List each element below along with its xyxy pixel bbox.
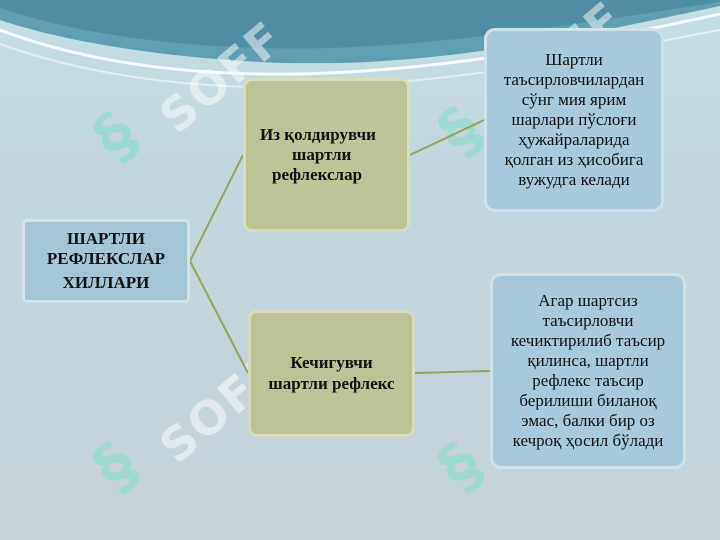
detail-node-line: шарлари пўслоғи	[511, 109, 637, 129]
connector-branch-2-to-detail-2	[414, 370, 491, 374]
detail-node-1: Шартли таъсирловчилардан сўнг мия ярим ш…	[484, 28, 664, 212]
detail-node-line: кечроқ ҳосил бўлади	[512, 431, 664, 451]
detail-node-line: вужудга келади	[518, 170, 630, 190]
detail-node-line: эмас, балки бир оз	[521, 411, 655, 431]
detail-node-line: қилинса, шартли	[527, 350, 649, 370]
branch-node-1: Из қолдирувчи шартли рефлекслар	[243, 78, 410, 232]
detail-node-2: Агар шартсиз таъсирловчи кечиктирилиб та…	[490, 273, 686, 469]
detail-node-line: рефлекс таъсир	[532, 371, 644, 390]
detail-node-line: ҳужайраларида	[518, 130, 630, 150]
header-wave-decoration	[0, 0, 720, 89]
connector-branch-1-to-detail-1	[409, 119, 485, 156]
branch-node-line: шартли	[292, 144, 352, 164]
connector-root-to-branch-2	[189, 260, 249, 374]
root-node-line: РЕФЛЕКСЛАР	[46, 248, 166, 268]
root-node: ШАРТЛИ РЕФЛЕКСЛАР ХИЛЛАРИ	[22, 219, 190, 303]
detail-node-line: сўнг мия ярим	[521, 89, 627, 109]
detail-node-line: Шартли	[545, 49, 603, 69]
detail-node-line: берилиши биланоқ	[519, 391, 657, 411]
branch-node-line: шартли рефлекс	[268, 373, 395, 393]
detail-node-line: кечиктирилиб таъсир	[510, 330, 666, 350]
connector-root-to-branch-1	[189, 154, 244, 262]
detail-node-line: Агар шартсиз	[538, 290, 638, 310]
branch-node-2: Кечигувчи шартли рефлекс	[248, 310, 415, 437]
detail-node-line: таъсирловчи	[542, 310, 634, 330]
branch-node-line: рефлекслар	[272, 165, 363, 185]
root-node-line: ШАРТЛИ	[67, 228, 145, 248]
branch-node-line: Кечигувчи	[290, 353, 373, 373]
detail-node-line: таъсирловчилардан	[503, 69, 645, 89]
root-node-line: ХИЛЛАРИ	[62, 273, 150, 293]
detail-node-line: қолган из ҳисобига	[504, 150, 644, 170]
branch-node-line: Из қолдирувчи	[260, 124, 376, 144]
